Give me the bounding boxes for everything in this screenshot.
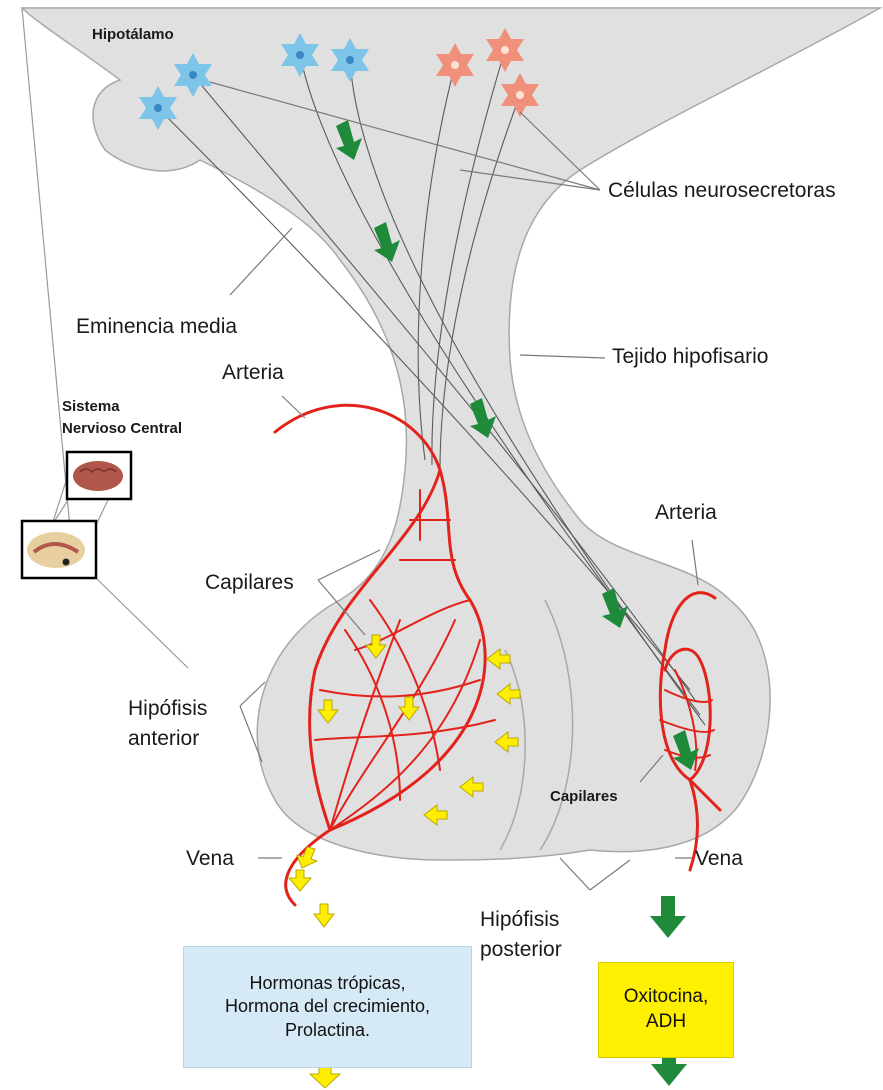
label-anterior-pituitary: Hipófisis anterior	[128, 694, 207, 755]
label-artery-right: Arteria	[655, 500, 717, 526]
brain-inset-small	[67, 452, 131, 499]
green-arrow	[650, 896, 686, 938]
yellow-arrow	[310, 1066, 340, 1088]
label-cns: Sistema Nervioso Central	[62, 396, 182, 440]
tropic-hormones-box: Hormonas trópicas, Hormona del crecimien…	[183, 946, 472, 1068]
label-capillaries-right: Capilares	[550, 788, 618, 807]
brain-inset-large	[22, 521, 96, 578]
label-capillaries-left: Capilares	[205, 570, 294, 596]
label-hypothalamus: Hipotálamo	[92, 26, 174, 45]
label-artery-left: Arteria	[222, 360, 284, 386]
label-posterior-pituitary: Hipófisis posterior	[480, 905, 562, 966]
label-neurosecretory-cells: Células neurosecretoras	[608, 178, 836, 204]
label-vein-right: Vena	[695, 846, 743, 872]
oxytocin-adh-box: Oxitocina, ADH	[598, 962, 734, 1058]
yellow-arrow	[314, 904, 334, 927]
label-median-eminence: Eminencia media	[76, 314, 237, 340]
yellow-arrow	[289, 870, 311, 891]
label-pituitary-tissue: Tejido hipofisario	[612, 344, 768, 370]
label-vein-left: Vena	[186, 846, 234, 872]
yellow-arrow	[297, 847, 317, 868]
